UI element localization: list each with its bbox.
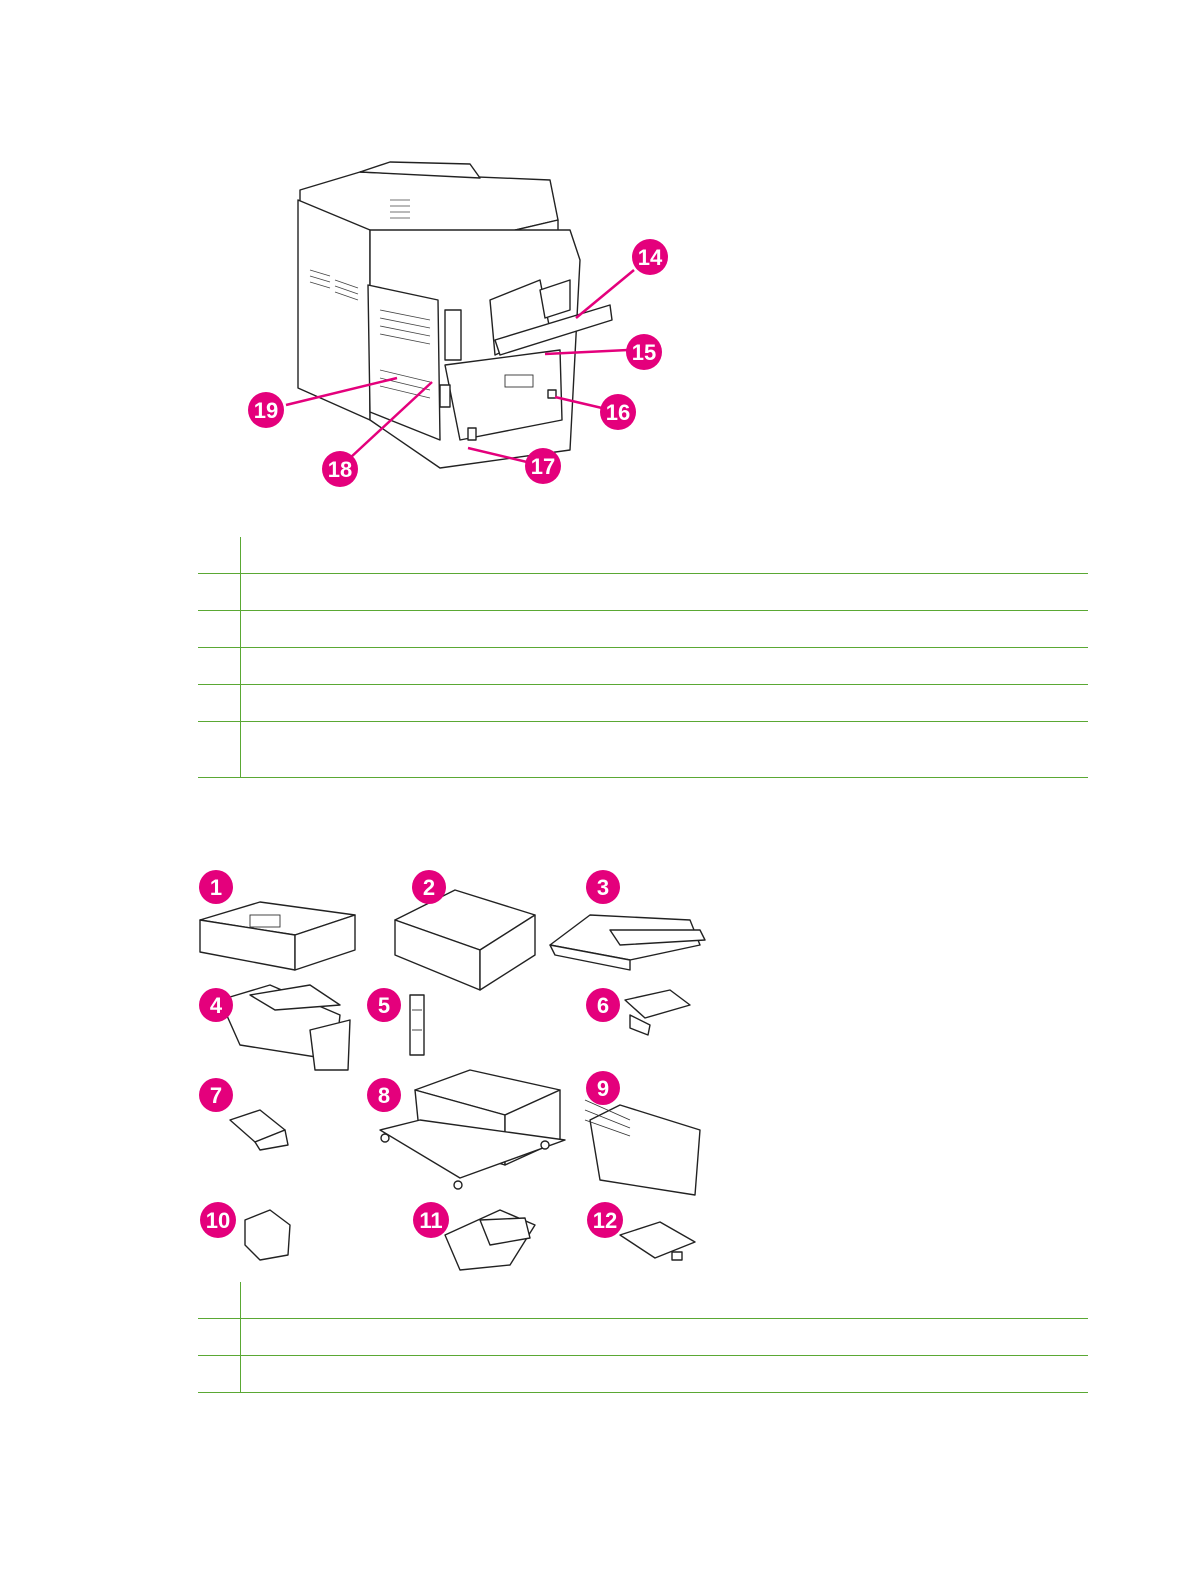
- callout-6: 6: [586, 988, 620, 1022]
- eio-card-drawing: [624, 989, 691, 1036]
- table-cell-text: [240, 610, 1088, 648]
- fax-card-drawing: [619, 1221, 696, 1261]
- table-cell-text: [240, 573, 1088, 611]
- svg-text:10: 10: [206, 1208, 230, 1233]
- accessories-callouts: 1 2 3 4 5 6 7 8 9 10 11 12: [199, 870, 623, 1238]
- printer-rear-view-figure: [297, 161, 613, 469]
- table-cell-text: [240, 537, 1088, 574]
- svg-text:4: 4: [210, 993, 223, 1018]
- table-row: [198, 647, 1088, 685]
- table-cell-text: [240, 647, 1088, 685]
- rear-view-legend-table: [198, 537, 1088, 778]
- table-row: [198, 1318, 1088, 1356]
- callout-10: 10: [200, 1202, 236, 1238]
- svg-text:6: 6: [597, 993, 609, 1018]
- table-cell-number: [198, 721, 241, 778]
- callout-3: 3: [586, 870, 620, 904]
- svg-text:11: 11: [419, 1208, 442, 1233]
- svg-text:14: 14: [638, 245, 663, 270]
- rear-view-callouts: 14 15 16 17 18 19: [248, 239, 668, 487]
- callout-8: 8: [367, 1078, 401, 1112]
- staple-cartridge-drawing: [244, 1209, 291, 1261]
- callout-5: 5: [367, 988, 401, 1022]
- svg-text:2: 2: [423, 875, 435, 900]
- table-cell-number: [198, 537, 241, 574]
- output-bin-drawing: [549, 914, 706, 971]
- callout-1: 1: [199, 870, 233, 904]
- svg-text:15: 15: [632, 340, 656, 365]
- table-cell-number: [198, 1355, 241, 1393]
- svg-text:18: 18: [328, 457, 352, 482]
- table-cell-number: [198, 573, 241, 611]
- paper-feeder-drawing: [199, 901, 356, 971]
- cabinet-stand-drawing: [379, 1069, 566, 1190]
- duplexer-drawing: [394, 889, 536, 991]
- print-cartridge-drawing: [444, 1209, 536, 1271]
- accessories-legend-table: [198, 1282, 1088, 1393]
- svg-text:3: 3: [597, 875, 609, 900]
- callout-14: 14: [632, 239, 668, 275]
- callout-15: 15: [626, 334, 662, 370]
- svg-text:17: 17: [531, 454, 555, 479]
- table-cell-number: [198, 610, 241, 648]
- table-cell-text: [240, 721, 1088, 778]
- callout-18: 18: [322, 451, 358, 487]
- table-row: [198, 684, 1088, 722]
- hard-disk-drawing: [229, 1109, 289, 1151]
- table-cell-text: [240, 1282, 1088, 1319]
- callout-11: 11: [413, 1202, 449, 1238]
- stapler-stacker-drawing: [219, 984, 351, 1071]
- table-cell-text: [240, 1318, 1088, 1356]
- callout-9: 9: [586, 1071, 620, 1105]
- memory-module-drawing: [409, 994, 425, 1056]
- callout-16: 16: [600, 394, 636, 430]
- multi-bin-mailbox-drawing: [584, 1099, 701, 1196]
- callout-7: 7: [199, 1078, 233, 1112]
- table-row: [198, 610, 1088, 648]
- table-cell-number: [198, 1318, 241, 1356]
- callout-19: 19: [248, 392, 284, 428]
- svg-text:19: 19: [254, 398, 278, 423]
- svg-text:7: 7: [210, 1083, 222, 1108]
- callout-4: 4: [199, 988, 233, 1022]
- callout-17: 17: [525, 448, 561, 484]
- table-row: [198, 1282, 1088, 1319]
- table-cell-text: [240, 684, 1088, 722]
- table-cell-number: [198, 647, 241, 685]
- accessories-figure: [199, 889, 706, 1271]
- table-row: [198, 573, 1088, 611]
- table-cell-number: [198, 684, 241, 722]
- callout-12: 12: [587, 1202, 623, 1238]
- svg-text:16: 16: [606, 400, 630, 425]
- svg-text:5: 5: [378, 993, 390, 1018]
- table-cell-text: [240, 1355, 1088, 1393]
- svg-text:8: 8: [378, 1083, 390, 1108]
- table-row: [198, 1355, 1088, 1393]
- table-row: [198, 721, 1088, 778]
- table-row: [198, 537, 1088, 574]
- table-cell-number: [198, 1282, 241, 1319]
- callout-2: 2: [412, 870, 446, 904]
- svg-text:9: 9: [597, 1076, 609, 1101]
- svg-text:12: 12: [593, 1208, 617, 1233]
- svg-text:1: 1: [210, 875, 222, 900]
